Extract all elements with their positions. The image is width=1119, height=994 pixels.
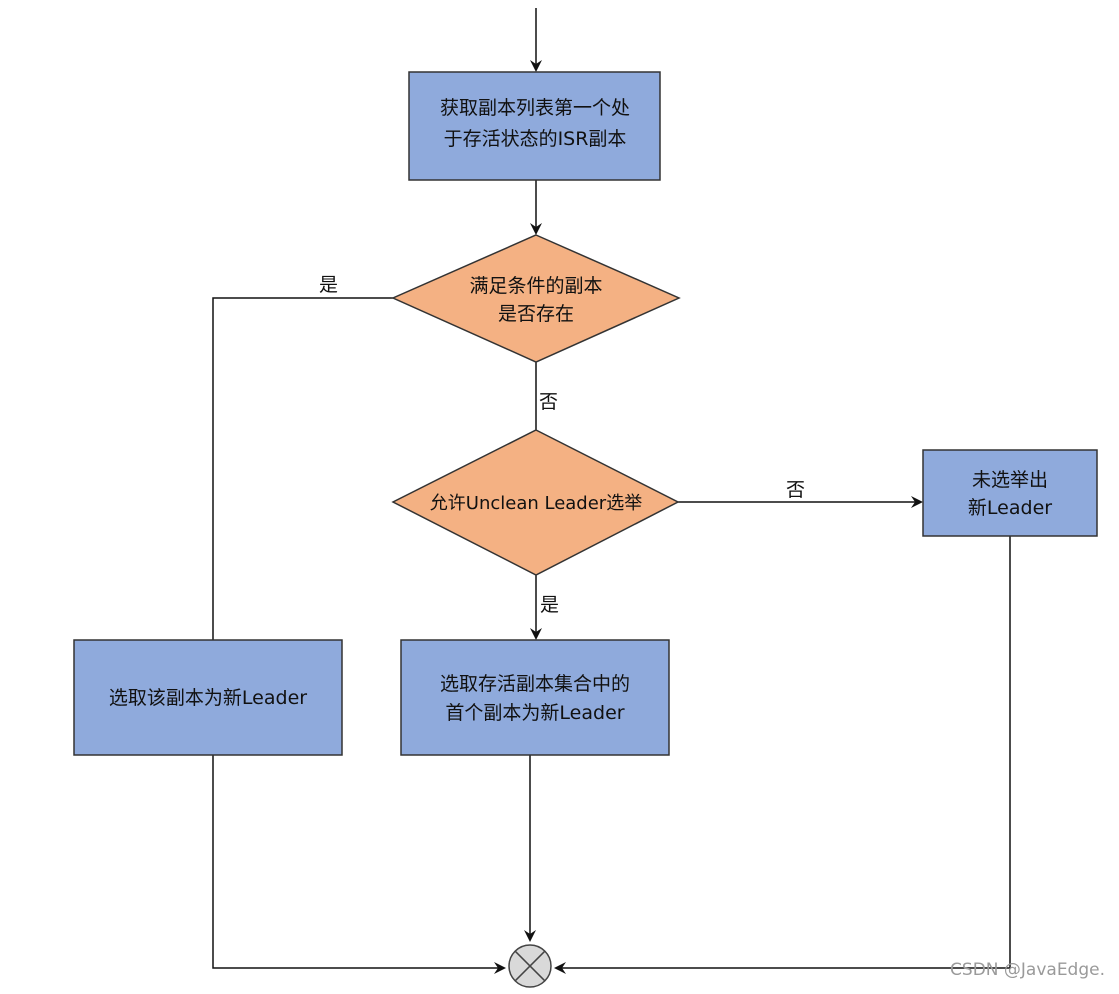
decision-allow-unclean-line-1: 允许Unclean Leader选举 xyxy=(430,493,642,514)
node-no-leader-line-2: 新Leader xyxy=(968,497,1052,519)
node-choose-first-alive: 选取存活副本集合中的 首个副本为新Leader xyxy=(400,639,670,756)
node-choose-replica-line-1: 选取该副本为新Leader xyxy=(109,687,307,709)
node-no-leader-line-1: 未选举出 xyxy=(972,469,1048,491)
edge-label-unclean-yes: 是 xyxy=(540,594,559,616)
edge-label-exists-yes: 是 xyxy=(319,274,338,296)
edge-choose-replica-to-end xyxy=(212,755,506,974)
node-fetch-first-isr-line-2: 于存活状态的ISR副本 xyxy=(444,128,627,150)
node-no-leader: 未选举出 新Leader xyxy=(922,449,1098,537)
node-choose-replica: 选取该副本为新Leader xyxy=(73,639,343,756)
end-terminator-icon xyxy=(508,944,552,988)
edge-label-exists-no: 否 xyxy=(539,391,558,413)
node-choose-first-alive-line-1: 选取存活副本集合中的 xyxy=(440,673,630,695)
edge-exists-yes xyxy=(212,297,393,640)
node-choose-first-alive-line-2: 首个副本为新Leader xyxy=(445,702,624,724)
node-fetch-first-isr-line-1: 获取副本列表第一个处 xyxy=(440,97,630,119)
decision-allow-unclean: 允许Unclean Leader选举 xyxy=(391,429,680,576)
node-fetch-first-isr: 获取副本列表第一个处 于存活状态的ISR副本 xyxy=(408,71,661,181)
decision-replica-exists-line-1: 满足条件的副本 xyxy=(469,275,602,297)
edge-no-leader-to-end xyxy=(554,536,1011,974)
watermark: CSDN @JavaEdge. xyxy=(950,960,1105,980)
decision-replica-exists: 满足条件的副本 是否存在 xyxy=(391,234,681,363)
edge-label-unclean-no: 否 xyxy=(786,479,805,501)
decision-replica-exists-line-2: 是否存在 xyxy=(498,303,574,325)
